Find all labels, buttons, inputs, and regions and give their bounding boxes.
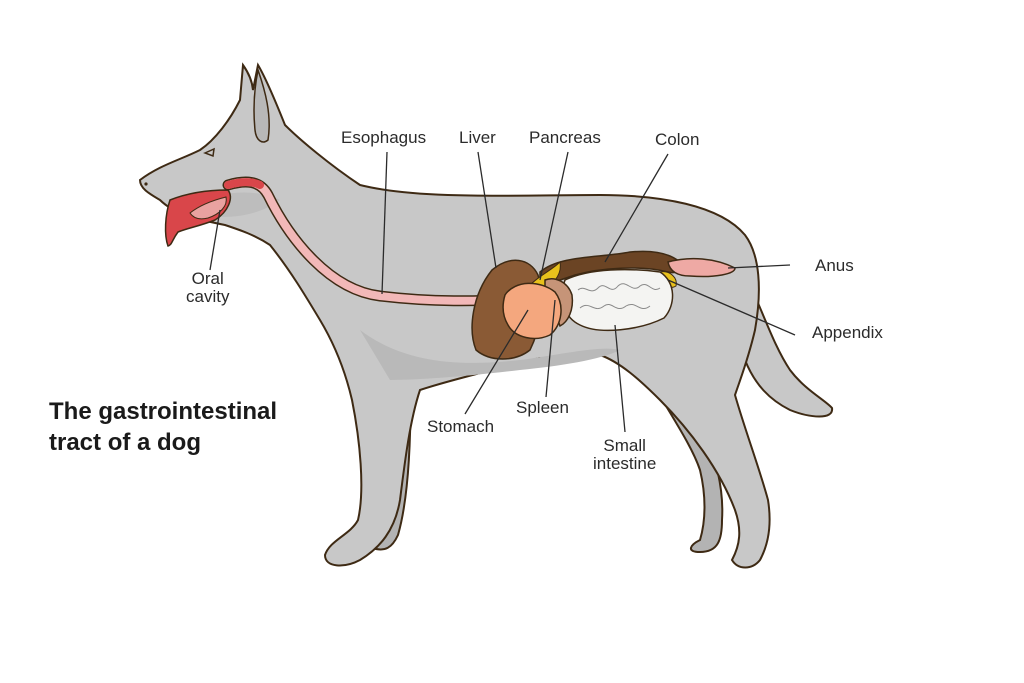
label-small-intestine-line1: Small bbox=[603, 436, 646, 455]
title-line1: The gastrointestinal bbox=[49, 398, 278, 425]
diagram-title: The gastrointestinal tract of a dog bbox=[49, 396, 277, 458]
eye bbox=[203, 147, 215, 158]
label-pancreas: Pancreas bbox=[529, 128, 601, 147]
label-colon: Colon bbox=[655, 130, 700, 149]
ear bbox=[253, 67, 270, 143]
title-line2: tract of a dog bbox=[49, 429, 202, 456]
label-oral-cavity: Oral cavity bbox=[186, 270, 229, 306]
label-anus: Anus bbox=[815, 256, 854, 275]
stomach bbox=[502, 282, 562, 340]
label-small-intestine: Small intestine bbox=[593, 437, 656, 473]
body-shadow bbox=[360, 330, 620, 380]
dog-body bbox=[138, 62, 771, 569]
oral-cavity bbox=[164, 189, 232, 247]
label-oral-cavity-line1: Oral bbox=[191, 269, 224, 288]
label-esophagus: Esophagus bbox=[341, 128, 427, 147]
label-oral-cavity-line2: cavity bbox=[186, 287, 230, 306]
nose bbox=[144, 182, 148, 186]
label-liver: Liver bbox=[459, 128, 496, 147]
label-appendix: Appendix bbox=[812, 323, 883, 342]
label-stomach: Stomach bbox=[427, 417, 495, 436]
small-intestine bbox=[561, 268, 674, 332]
rectum bbox=[667, 257, 736, 278]
leader-lines bbox=[209, 151, 796, 433]
label-small-intestine-line2: intestine bbox=[593, 454, 657, 473]
label-spleen: Spleen bbox=[516, 398, 569, 417]
